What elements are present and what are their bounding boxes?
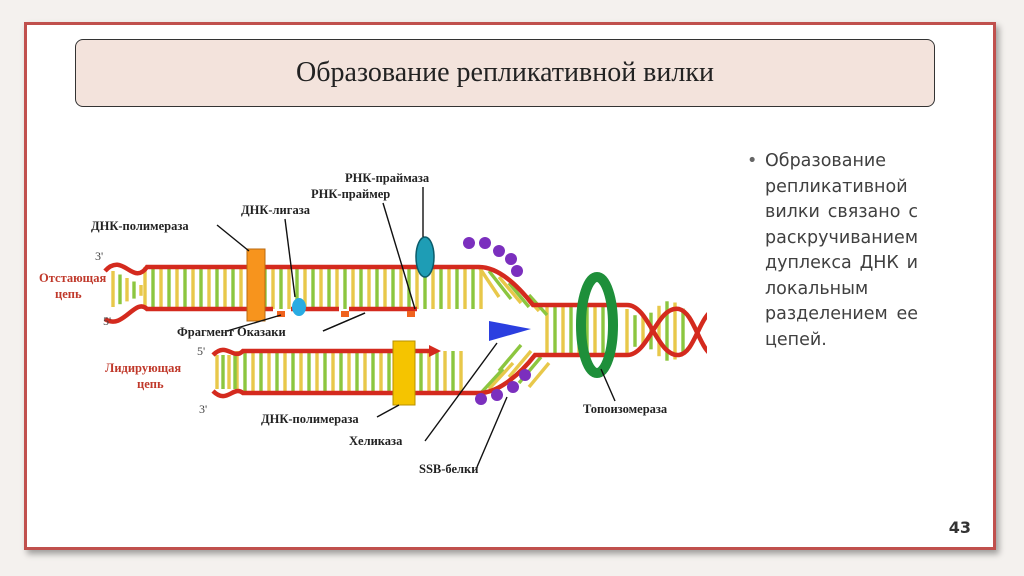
right-helix-strand-1 — [626, 302, 707, 358]
bullet-line: дуплекса ДНК и — [765, 253, 919, 273]
bullet-lines: Образование репликативной вилки связано с р… — [765, 149, 918, 353]
base-pair — [487, 361, 515, 391]
title-box: Образование репликативной вилки — [75, 39, 935, 107]
ssb-protein — [519, 369, 531, 381]
ssb-protein — [505, 253, 517, 265]
topoisomerase — [576, 272, 618, 378]
label-dnk-polymerase-bottom: ДНК-полимераза — [261, 412, 359, 426]
parental-strand-bottom — [211, 352, 627, 399]
pointer-line — [600, 368, 616, 402]
bullet-text: • Образование репликативной вилки связано … — [747, 149, 973, 353]
pointer-line — [322, 312, 366, 332]
right-helix-strand-2 — [626, 306, 707, 358]
pointer-line — [476, 396, 508, 468]
pointer-line — [376, 404, 400, 418]
label-dnk-ligase: ДНК-лигаза — [241, 203, 311, 217]
bullet-dot-icon: • — [747, 151, 758, 171]
label-leading-strand-2: цепь — [137, 377, 164, 391]
label-ssb-proteins: SSB-белки — [419, 462, 478, 476]
base-pair — [477, 266, 501, 298]
bullet-line: цепей. — [765, 329, 827, 350]
label-okazaki-fragment: Фрагмент Оказаки — [177, 325, 286, 339]
lagging-strand-new-1 — [103, 304, 273, 324]
base-pair — [527, 361, 551, 389]
base-pair — [497, 343, 523, 373]
bullet-line: репликативной — [765, 176, 908, 197]
bullet-line: Образование — [765, 151, 887, 171]
leading-arrow-icon — [429, 345, 441, 357]
slide: Образование репликативной вилки РНК-прай… — [24, 22, 996, 550]
rnk-primer-b — [341, 311, 349, 317]
ssb-protein — [491, 389, 503, 401]
diagram-labels: РНК-праймаза РНК-праймер ДНК-лигаза ДНК-… — [39, 171, 668, 476]
label-lagging-strand-2: цепь — [55, 287, 82, 301]
base-pair — [507, 281, 531, 309]
label-rnk-primase: РНК-праймаза — [345, 171, 430, 185]
rnk-primase — [415, 236, 435, 278]
base-pair — [507, 349, 533, 379]
bullet-line: вилки связано с — [765, 202, 919, 222]
ssb-protein — [479, 237, 491, 249]
ssb-protein — [463, 237, 475, 249]
bullet-item: • Образование репликативной вилки связано … — [747, 149, 973, 353]
ssb-protein — [511, 265, 523, 277]
end-top-left-5: 5' — [103, 314, 111, 328]
label-pointers — [216, 187, 616, 468]
label-lagging-strand-1: Отстающая — [39, 271, 106, 285]
bullet-line: локальным — [765, 278, 869, 299]
dnk-polymerase-top — [246, 248, 266, 322]
rnk-primer-c — [277, 311, 285, 317]
enzymes — [246, 236, 618, 406]
label-rnk-primer: РНК-праймер — [311, 187, 390, 201]
pointer-line — [216, 224, 250, 252]
bullet-line: разделением ее — [765, 304, 919, 324]
label-helicase: Хеликаза — [349, 434, 403, 448]
end-bottom-left-3: 3' — [199, 402, 207, 416]
pointer-line — [382, 202, 416, 310]
base-pair — [487, 269, 513, 301]
dnk-polymerase-bottom — [392, 340, 416, 406]
slide-title: Образование репликативной вилки — [296, 57, 714, 88]
pointer-line — [424, 342, 498, 442]
page-number: 43 — [948, 518, 971, 537]
pointer-line — [284, 218, 296, 298]
ssb-protein — [493, 245, 505, 257]
parental-strand-top — [103, 262, 627, 308]
bullet-line: раскручиванием — [765, 227, 919, 248]
ssb-protein — [475, 393, 487, 405]
pointer-line — [226, 314, 282, 332]
helicase — [489, 321, 531, 341]
end-top-left-3: 3' — [95, 249, 103, 263]
label-leading-strand-1: Лидирующая — [105, 361, 181, 375]
dnk-ligase — [292, 298, 306, 316]
replication-fork-diagram: РНК-праймаза РНК-праймер ДНК-лигаза ДНК-… — [39, 171, 707, 476]
leading-strand-new — [211, 347, 429, 357]
label-dnk-polymerase-top: ДНК-полимераза — [91, 219, 189, 233]
rnk-primer-a — [407, 311, 415, 317]
ssb-protein — [507, 381, 519, 393]
base-pair — [497, 275, 523, 305]
label-topoisomerase: Топоизомераза — [583, 402, 668, 416]
end-mid-left-5: 5' — [197, 344, 205, 358]
